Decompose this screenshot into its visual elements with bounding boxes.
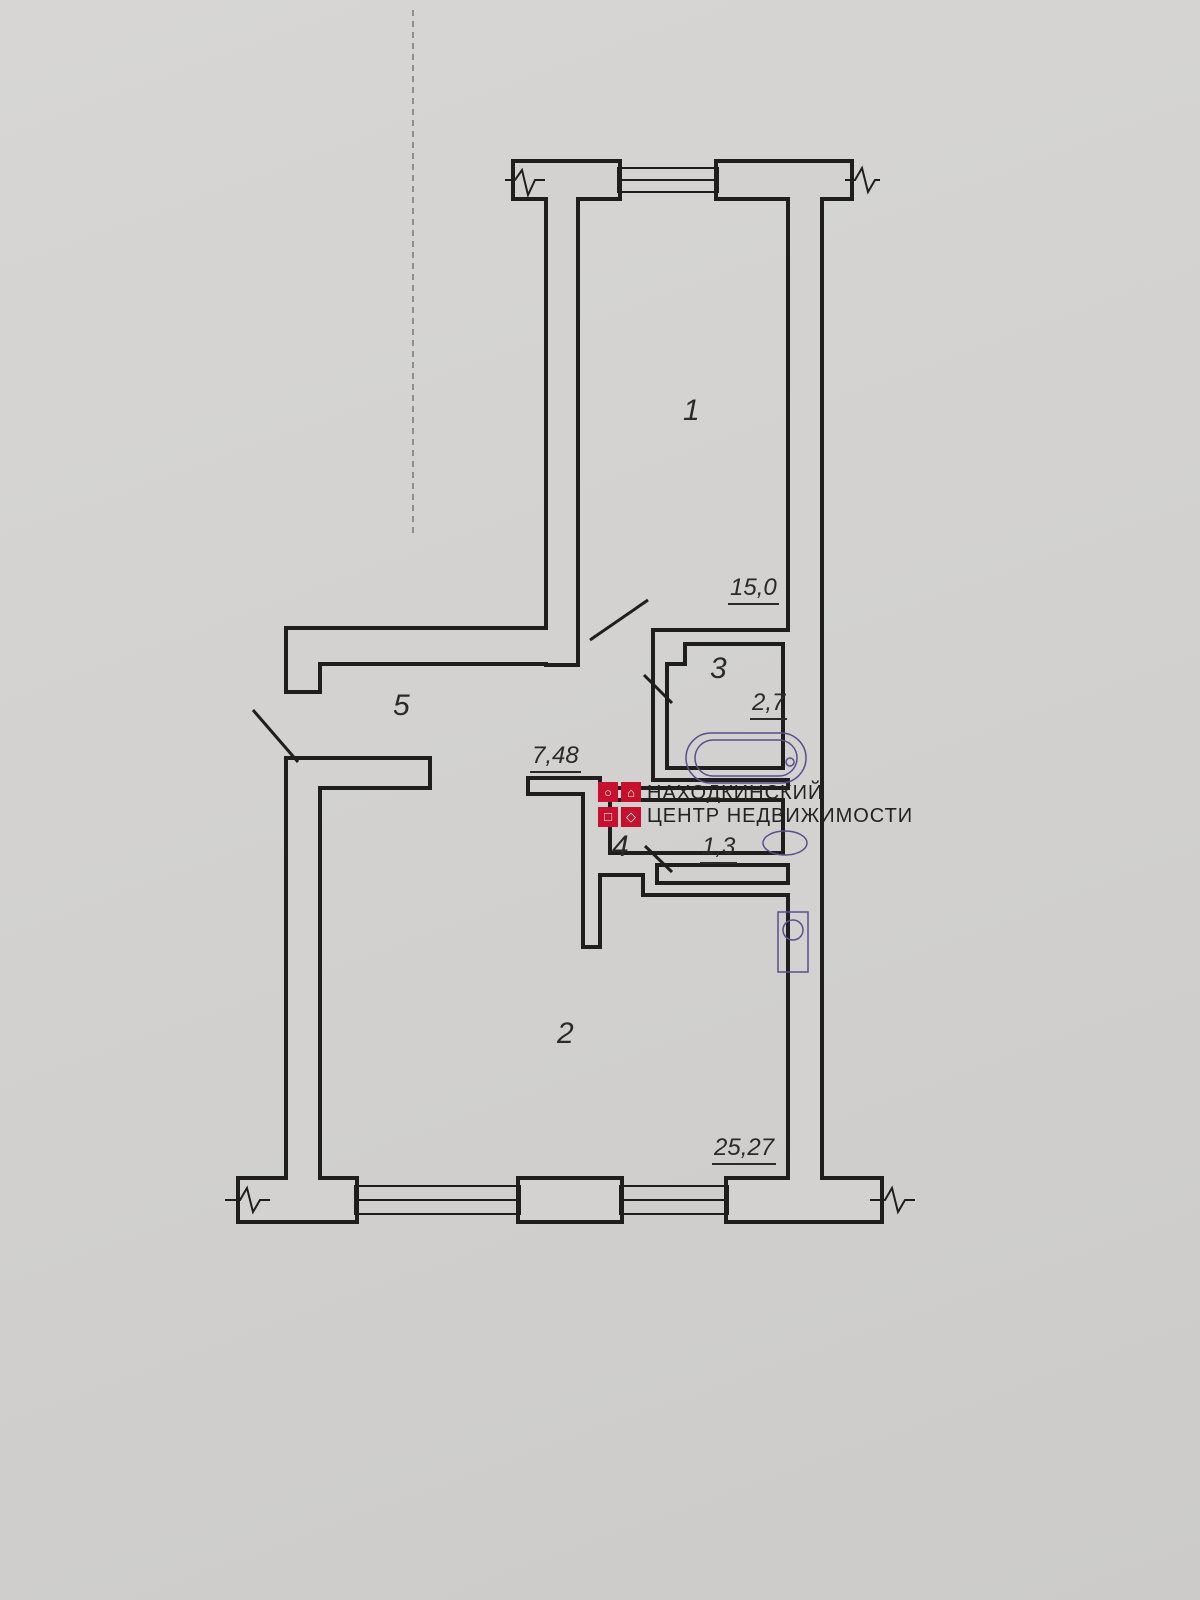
wall-segment bbox=[240, 1180, 355, 1220]
door-swings bbox=[251, 598, 674, 874]
wall-segment bbox=[655, 632, 683, 662]
wall-segment bbox=[288, 630, 318, 690]
wall-segment bbox=[530, 780, 598, 792]
wall-segment bbox=[598, 863, 653, 873]
watermark-logo: ○⌂□◇ bbox=[598, 782, 641, 828]
sink-icon bbox=[777, 911, 809, 973]
room-area-3: 2,7 bbox=[750, 690, 788, 720]
room-area-1: 15,0 bbox=[728, 575, 779, 605]
bathtub-icon bbox=[685, 732, 807, 784]
wall-segment bbox=[645, 885, 795, 893]
room-number-5: 5 bbox=[393, 689, 410, 722]
wall-segment bbox=[645, 863, 655, 891]
door-toilet bbox=[643, 844, 674, 874]
fixtures bbox=[685, 732, 809, 973]
wall-segment bbox=[655, 770, 795, 778]
door-bathroom bbox=[642, 673, 674, 705]
windows bbox=[354, 167, 729, 1215]
watermark-line-2: ЦЕНТР НЕДВИЖИМОСТИ bbox=[647, 805, 914, 827]
wall-segment bbox=[718, 163, 850, 197]
watermark: ○⌂□◇ НАХОДКИНСКИЙ ЦЕНТР НЕДВИЖИМОСТИ bbox=[598, 782, 913, 828]
wall-segment bbox=[655, 632, 795, 642]
wall-segment bbox=[785, 790, 795, 860]
toilet-icon bbox=[762, 830, 808, 856]
door-entrance bbox=[251, 709, 300, 763]
wall-segment bbox=[785, 632, 795, 777]
room-number-2: 2 bbox=[557, 1017, 574, 1050]
wall-segment bbox=[288, 760, 318, 1185]
room-number-3: 3 bbox=[710, 652, 727, 685]
wall-segment bbox=[585, 780, 598, 945]
watermark-line-1: НАХОДКИНСКИЙ bbox=[647, 782, 824, 804]
wall-segment bbox=[655, 632, 665, 777]
room-number-1: 1 bbox=[683, 394, 700, 427]
room-area-5: 7,48 bbox=[530, 743, 581, 773]
room-area-4: 1,3 bbox=[700, 834, 738, 864]
room-number-4: 4 bbox=[612, 830, 629, 863]
wall-segment bbox=[288, 630, 576, 662]
door-room-1 bbox=[589, 598, 649, 642]
break-symbols bbox=[225, 165, 915, 1215]
room-area-2: 25,27 bbox=[712, 1135, 777, 1165]
wall-segment bbox=[548, 163, 576, 663]
wall-segment bbox=[598, 790, 795, 798]
wall-segment bbox=[520, 1180, 620, 1220]
drain-icon bbox=[785, 757, 795, 767]
wall-segment bbox=[288, 760, 428, 786]
wall-segment bbox=[728, 1180, 880, 1220]
wall-segment bbox=[598, 855, 795, 863]
